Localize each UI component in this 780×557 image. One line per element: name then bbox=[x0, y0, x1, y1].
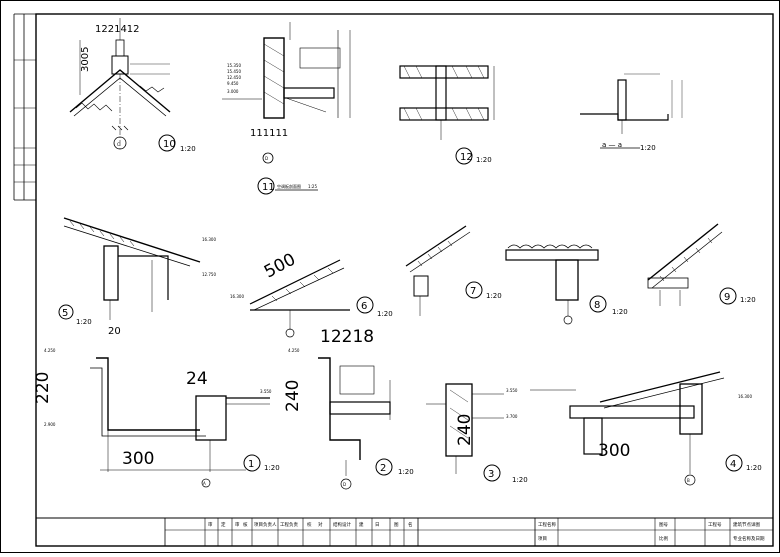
d5-elev-b: 12.750 bbox=[202, 272, 216, 277]
d5-dim: 20 bbox=[108, 326, 121, 337]
d12-number: 12 bbox=[460, 152, 473, 163]
d7-number: 7 bbox=[470, 286, 476, 297]
d6-dim-slope: 500 bbox=[261, 250, 299, 283]
d10-dim-side: 3005 bbox=[80, 47, 91, 72]
d9-number: 9 bbox=[724, 292, 730, 303]
d5-scale: 1:20 bbox=[76, 318, 92, 326]
tb-cell: 日 bbox=[375, 522, 380, 528]
detail-10-ridge bbox=[69, 18, 176, 152]
d3-elev-a: 3.550 bbox=[506, 388, 518, 393]
d6-number: 6 bbox=[361, 301, 367, 312]
section-title: a — a bbox=[602, 141, 622, 149]
tb-cell: 建 bbox=[359, 521, 364, 528]
tb-cell: 审 bbox=[208, 521, 213, 528]
d1-dim-height: 220 bbox=[33, 372, 53, 404]
detail-8 bbox=[505, 244, 607, 325]
d11-elev-e: 3.000 bbox=[227, 89, 239, 94]
d4-number: 4 bbox=[730, 459, 736, 470]
tb-cell: 项目 bbox=[538, 536, 547, 542]
d12-scale: 1:20 bbox=[476, 156, 492, 164]
tb-cell: 专业名称及日期 bbox=[733, 535, 765, 542]
detail-12 bbox=[399, 65, 495, 165]
d2-elev: 4.250 bbox=[288, 348, 300, 353]
detail-2 bbox=[318, 357, 393, 490]
d11-elev-c: 12.450 bbox=[227, 75, 241, 80]
d2-dim-side: 240 bbox=[283, 380, 303, 412]
d4-axis: B bbox=[687, 478, 690, 483]
section-a-a bbox=[580, 73, 683, 149]
d1-elev-c: 2.900 bbox=[44, 422, 56, 427]
d1-dim-width: 300 bbox=[122, 449, 154, 469]
d11-elev-b: 15.450 bbox=[227, 69, 241, 74]
detail-11-ac-board bbox=[222, 22, 351, 195]
d3-scale: 1:20 bbox=[512, 476, 528, 484]
d11-elev-a: 15.350 bbox=[227, 63, 241, 68]
d10-dim-top: 1221412 bbox=[95, 24, 140, 35]
d1-dim-mid: 24 bbox=[186, 369, 208, 389]
d6-elev: 16.300 bbox=[230, 294, 244, 299]
d1-number: 1 bbox=[248, 459, 254, 470]
d4-scale: 1:20 bbox=[746, 464, 762, 472]
d1-axis: A bbox=[203, 481, 206, 486]
detail-5 bbox=[58, 217, 201, 320]
d11-dim-bottom: 111111 bbox=[250, 128, 288, 139]
tb-cell: 建筑节点详图 bbox=[733, 521, 760, 528]
detail-6 bbox=[249, 259, 374, 338]
d6-scale: 1:20 bbox=[377, 310, 393, 318]
d2-scale: 1:20 bbox=[398, 468, 414, 476]
d2-number: 2 bbox=[380, 463, 386, 474]
d8-scale: 1:20 bbox=[612, 308, 628, 316]
d9-scale: 1:20 bbox=[740, 296, 756, 304]
d3-dim-mid: 240 bbox=[455, 414, 475, 446]
d2-dim-top: 12218 bbox=[320, 327, 374, 347]
d4-elev: 16.300 bbox=[738, 394, 752, 399]
tb-cell: 名 bbox=[408, 521, 413, 528]
tb-cell: 图号 bbox=[659, 522, 668, 528]
d1-scale: 1:20 bbox=[264, 464, 280, 472]
tb-cell: 审 bbox=[235, 521, 240, 528]
d1-elev-a: 4.250 bbox=[44, 348, 56, 353]
tb-cell: 校 bbox=[307, 521, 312, 528]
tb-cell: 核 bbox=[243, 521, 248, 528]
d7-scale: 1:20 bbox=[486, 292, 502, 300]
tb-cell: 工程负责 bbox=[280, 521, 298, 528]
d10-axis: C bbox=[117, 142, 120, 147]
d8-number: 8 bbox=[594, 300, 600, 311]
detail-9 bbox=[647, 223, 737, 306]
d10-scale: 1:20 bbox=[180, 145, 196, 153]
d3-number: 3 bbox=[488, 469, 494, 480]
left-binding-strip bbox=[13, 13, 36, 201]
tb-cell: 比例 bbox=[659, 535, 668, 542]
d11-elev-d: 9.450 bbox=[227, 81, 239, 86]
d4-dim-bottom: 300 bbox=[598, 441, 630, 461]
detail-7 bbox=[405, 225, 483, 316]
d1-elev-b: 3.550 bbox=[260, 389, 272, 394]
tb-cell: 项目负责人 bbox=[254, 521, 277, 528]
tb-cell: 工程名称 bbox=[538, 521, 556, 528]
d3-elev-b: 3.700 bbox=[506, 414, 518, 419]
d11-title: 空调板剖面图 bbox=[277, 183, 301, 189]
d10-number: 10 bbox=[163, 139, 176, 150]
title-block bbox=[36, 517, 773, 546]
d11-title-scale: 1:25 bbox=[308, 184, 317, 189]
detail-1 bbox=[90, 357, 270, 488]
d5-elev-a: 16.300 bbox=[202, 237, 216, 242]
drawing-frame bbox=[35, 13, 774, 547]
detail-3 bbox=[426, 383, 504, 482]
tb-cell: 对 bbox=[318, 521, 323, 528]
tb-cell: 定 bbox=[221, 521, 226, 528]
title-block-text: 审 定 审 核 项目负责人 工程负责 校 对 结构设计 建 日 图 名 工程名称… bbox=[208, 521, 765, 542]
d11-number: 11 bbox=[262, 182, 275, 193]
d11-axis: D bbox=[265, 156, 268, 161]
d2-axis: D bbox=[343, 482, 346, 487]
tb-cell: 图 bbox=[394, 522, 399, 528]
tb-cell: 结构设计 bbox=[333, 521, 351, 528]
d5-number: 5 bbox=[62, 308, 68, 319]
section-scale: 1:20 bbox=[640, 144, 656, 152]
detail-4 bbox=[530, 371, 743, 486]
tb-cell: 工程号 bbox=[708, 521, 722, 528]
